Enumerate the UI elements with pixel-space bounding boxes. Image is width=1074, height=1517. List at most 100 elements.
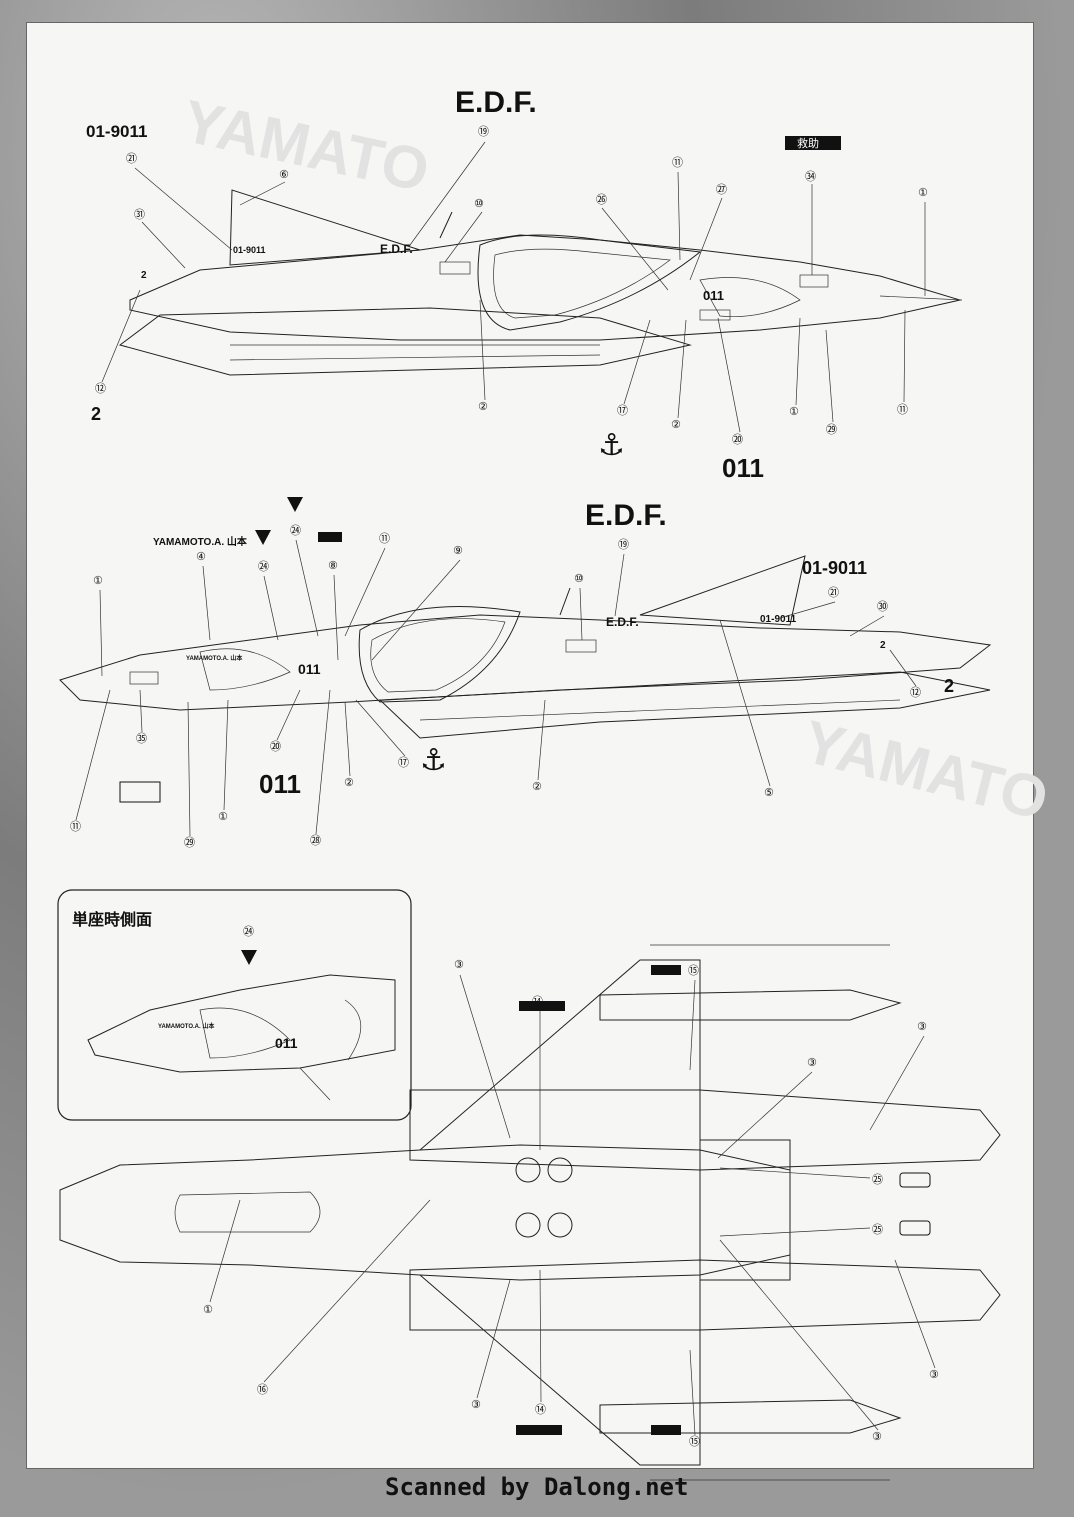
armament-decal-35 [119, 781, 161, 803]
warning-decal-8 [318, 532, 342, 542]
registration-decal-top-on-fin: 01-9011 [233, 245, 266, 255]
callout-29b: ㉙ [184, 836, 195, 849]
scan-credit: Scanned by Dalong.net [385, 1473, 689, 1501]
callout-3c: ③ [917, 1020, 927, 1033]
leader-lines-mid [75, 539, 917, 837]
yamato-ghost-top: YAMATO [177, 87, 434, 204]
callout-25b: ㉕ [872, 1223, 883, 1236]
anchor-icon-top: ⚓ [598, 428, 625, 463]
callout-19b: ⑲ [618, 538, 629, 551]
callout-30: ㉚ [877, 600, 888, 613]
callout-31: ㉛ [134, 208, 145, 221]
number-011-inset: 011 [275, 1035, 298, 1051]
instruction-sheet [26, 22, 1034, 1469]
callout-10b: ⑩ [574, 572, 584, 585]
decal-14a-bg [519, 1001, 565, 1011]
number-011-decal-top: 011 [722, 453, 764, 483]
callout-15b: ⑮ [689, 1435, 700, 1448]
number-011-decal-mid: 011 [259, 769, 301, 799]
callout-15a: ⑮ [688, 964, 699, 977]
number-2-decal-mid: 2 [944, 676, 954, 696]
edf-decal-top: E.D.F. [455, 86, 537, 119]
callouts-mid: ㉔ ④ ① ㉔ ⑧ ⑪ ⑨ ⑩ ⑲ ㉑ ㉚ ⑫ ⑳ ⑰ ② ② ⑤ ㉟ ① ㉙ … [70, 524, 921, 849]
callout-12b: ⑫ [910, 686, 921, 699]
callout-2b: ② [671, 418, 681, 431]
callout-8: ⑧ [328, 559, 338, 572]
callout-12a: ⑫ [95, 382, 106, 395]
callout-3a: ③ [454, 958, 464, 971]
pilot-name-on-body: YAMAMOTO.A. 山本 [186, 654, 243, 662]
callouts-top: ⑲ ㉑ ⑥ ㉛ ⑩ ⑪ ㉗ ㉖ ㉞ ① ⑫ ② ⑰ ② ⑳ ① ㉙ ⑪ [95, 125, 928, 446]
leader-lines-topdown [209, 974, 936, 1436]
pilot-name-decal: YAMAMOTO.A. 山本 [153, 535, 248, 548]
callout-3d: ③ [471, 1398, 481, 1411]
edf-decal-mid-on-body: E.D.F. [606, 615, 639, 629]
decal-25a [899, 1172, 931, 1188]
registration-decal-top: 01-9011 [86, 122, 147, 141]
side-view-mid [59, 555, 992, 739]
edf-decal-top-on-body: E.D.F. [380, 242, 413, 256]
callout-27: ㉗ [716, 183, 727, 196]
callout-4: ④ [196, 550, 206, 563]
number-2-on-body-top: 2 [141, 270, 147, 281]
callout-1d: ① [218, 810, 228, 823]
callout-21: ㉑ [126, 152, 137, 165]
number-2-on-body-mid: 2 [880, 640, 886, 651]
callout-26: ㉖ [596, 193, 607, 206]
callout-20b: ⑳ [270, 740, 281, 753]
registration-decal-mid-on-fin: 01-9011 [760, 614, 797, 625]
callout-17a: ⑰ [617, 404, 628, 417]
anchor-icon-mid: ⚓ [420, 743, 447, 778]
callout-11c: ⑪ [379, 532, 390, 545]
callout-3e: ③ [872, 1430, 882, 1443]
pilot-name-inset: YAMAMOTO.A. 山本 [158, 1022, 215, 1030]
callout-2a: ② [478, 400, 488, 413]
inset-box [57, 889, 412, 1121]
callout-1a: ① [918, 186, 928, 199]
callout-5: ⑤ [764, 786, 774, 799]
callout-19: ⑲ [478, 125, 489, 138]
callout-34: ㉞ [805, 170, 816, 183]
number-2-decal-top: 2 [91, 404, 101, 424]
callout-35: ㉟ [136, 732, 147, 745]
top-down-view [59, 944, 1001, 1481]
callout-14b: ⑭ [535, 1403, 546, 1416]
number-011-on-body-top: 011 [703, 288, 724, 303]
callout-10: ⑩ [474, 197, 484, 210]
callout-21b: ㉑ [828, 586, 839, 599]
callout-2d: ② [532, 780, 542, 793]
callout-1e: ① [203, 1303, 213, 1316]
callout-24b: ㉔ [258, 560, 269, 573]
callout-2c: ② [344, 776, 354, 789]
edf-decal-mid: E.D.F. [585, 499, 667, 532]
callout-3f: ③ [929, 1368, 939, 1381]
decal-15b-bg [651, 1425, 681, 1435]
decal-25b [899, 1220, 931, 1236]
side-view-top [118, 189, 963, 376]
callout-11d: ⑪ [70, 820, 81, 833]
chevron-decal-24 [287, 497, 303, 512]
callout-24-inset: ㉔ [243, 925, 254, 938]
decal-15a-bg [651, 965, 681, 975]
yamato-ghost-mid: YAMATO [797, 708, 1055, 833]
inset-title: 単座時側面 [72, 910, 153, 929]
callout-25a: ㉕ [872, 1173, 883, 1186]
callout-24a: ㉔ [290, 524, 301, 537]
callout-1b: ① [789, 405, 799, 418]
inset-aircraft [87, 974, 396, 1101]
chevron-decal-inset [241, 950, 257, 965]
callout-11a: ⑪ [672, 156, 683, 169]
callout-1c: ① [93, 574, 103, 587]
chevron-decal-24b [255, 530, 271, 545]
callout-17b: ⑰ [398, 756, 409, 769]
callouts-topdown: ③ ⑭ ⑮ ③ ③ ㉕ ㉕ ① ⑯ ③ ⑭ ⑮ ③ ③ [203, 958, 939, 1448]
number-011-on-body-mid: 011 [298, 661, 321, 677]
callout-11b: ⑪ [897, 403, 908, 416]
leader-lines-top [101, 141, 926, 433]
rescue-decal: 救助 [797, 136, 819, 150]
callout-3b: ③ [807, 1056, 817, 1069]
decal-14b-bg [516, 1425, 562, 1435]
registration-decal-mid: 01-9011 [802, 558, 867, 578]
rescue-decal-bg [785, 136, 841, 150]
